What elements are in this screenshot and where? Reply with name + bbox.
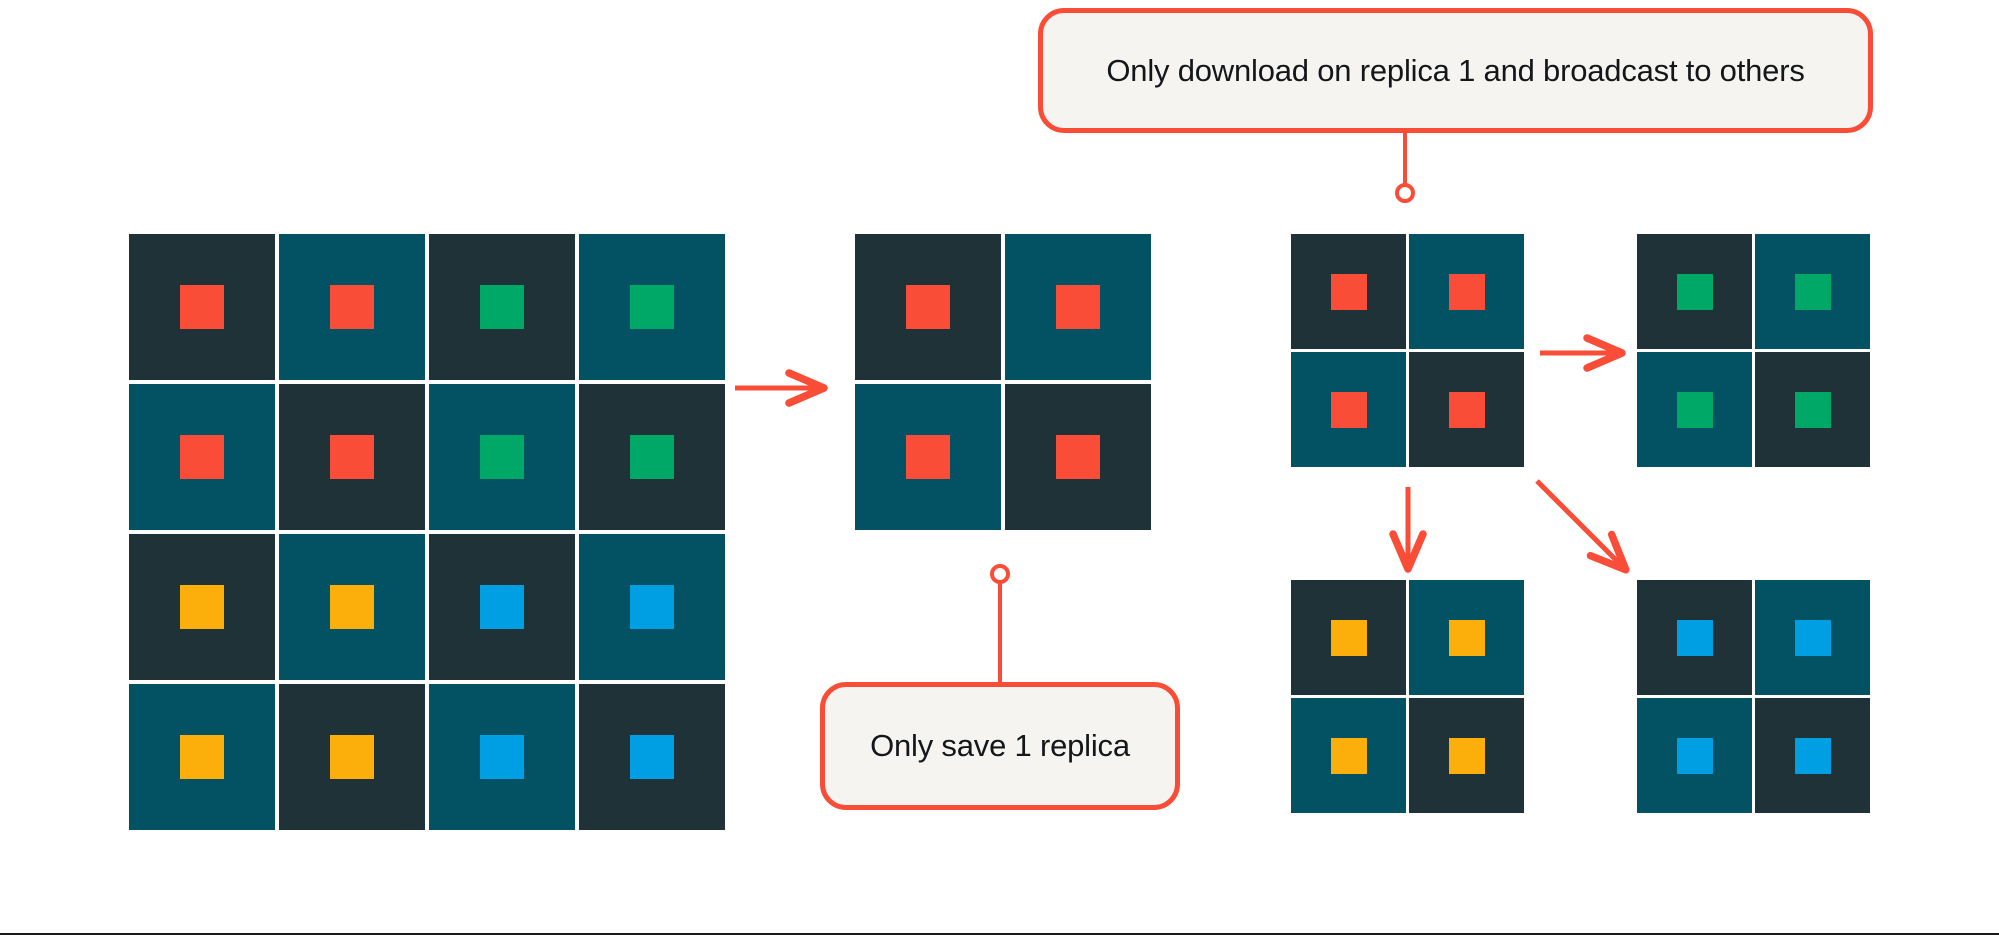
tile xyxy=(855,384,1001,530)
tile xyxy=(279,384,425,530)
shard-swatch-green xyxy=(1676,273,1713,310)
shard-swatch-green xyxy=(1794,273,1831,310)
tile xyxy=(1291,352,1406,467)
tile xyxy=(1291,580,1406,695)
shard-swatch-orange xyxy=(180,585,224,629)
tile xyxy=(1291,698,1406,813)
leader-line-save-one-replica xyxy=(990,564,1010,682)
tile xyxy=(579,684,725,830)
shard-swatch-orange xyxy=(330,585,374,629)
tile xyxy=(1409,352,1524,467)
tile xyxy=(1755,580,1870,695)
tile xyxy=(429,234,575,380)
callout-download-broadcast-text: Only download on replica 1 and broadcast… xyxy=(1106,52,1805,88)
shard-swatch-green xyxy=(1676,391,1713,428)
shard-swatch-blue xyxy=(1676,619,1713,656)
broadcast-blue-shard-grid xyxy=(1637,580,1870,813)
shard-swatch-orange xyxy=(330,735,374,779)
shard-swatch-red xyxy=(1448,273,1485,310)
tile xyxy=(279,534,425,680)
tile xyxy=(1637,234,1752,349)
shard-swatch-blue xyxy=(1794,737,1831,774)
tile xyxy=(129,684,275,830)
single-replica-grid xyxy=(855,234,1151,530)
callout-save-one-replica-text: Only save 1 replica xyxy=(870,728,1130,763)
shard-swatch-orange xyxy=(1330,737,1367,774)
shard-swatch-green xyxy=(480,285,524,329)
shard-swatch-orange xyxy=(1448,619,1485,656)
tile xyxy=(1637,580,1752,695)
callout-download-broadcast[interactable]: Only download on replica 1 and broadcast… xyxy=(1038,8,1873,133)
shard-swatch-red xyxy=(1056,435,1100,479)
tile xyxy=(1755,698,1870,813)
tile xyxy=(129,534,275,680)
tile xyxy=(279,234,425,380)
arrow-red-to-blue xyxy=(1535,479,1630,574)
shard-swatch-red xyxy=(1056,285,1100,329)
tile xyxy=(579,534,725,680)
leader-line-download-broadcast xyxy=(1395,133,1415,203)
tile xyxy=(1755,352,1870,467)
shard-swatch-orange xyxy=(1448,737,1485,774)
tile xyxy=(1637,698,1752,813)
shard-swatch-red xyxy=(180,435,224,479)
tile xyxy=(1005,384,1151,530)
slide-bottom-rule xyxy=(0,933,1999,935)
shard-swatch-blue xyxy=(630,585,674,629)
tile xyxy=(579,384,725,530)
tile xyxy=(129,384,275,530)
shard-swatch-orange xyxy=(1330,619,1367,656)
shard-swatch-red xyxy=(330,435,374,479)
broadcast-green-shard-grid xyxy=(1637,234,1870,467)
shard-swatch-blue xyxy=(630,735,674,779)
tile xyxy=(1291,234,1406,349)
tile xyxy=(429,684,575,830)
tile xyxy=(1637,352,1752,467)
tile xyxy=(1755,234,1870,349)
tile xyxy=(279,684,425,830)
shard-swatch-blue xyxy=(480,585,524,629)
tile xyxy=(129,234,275,380)
shard-swatch-red xyxy=(180,285,224,329)
tile xyxy=(1409,580,1524,695)
shard-swatch-red xyxy=(1330,391,1367,428)
replica-1-red-shard-grid xyxy=(1291,234,1524,467)
shard-swatch-red xyxy=(906,285,950,329)
shard-swatch-red xyxy=(330,285,374,329)
shard-swatch-red xyxy=(1448,391,1485,428)
shard-swatch-green xyxy=(480,435,524,479)
shard-swatch-green xyxy=(630,435,674,479)
tile xyxy=(429,534,575,680)
shard-swatch-green xyxy=(1794,391,1831,428)
full-replica-grid xyxy=(129,234,725,830)
tile xyxy=(579,234,725,380)
shard-swatch-red xyxy=(1330,273,1367,310)
shard-swatch-blue xyxy=(1794,619,1831,656)
tile xyxy=(855,234,1001,380)
tile xyxy=(429,384,575,530)
tile xyxy=(1409,234,1524,349)
broadcast-orange-shard-grid xyxy=(1291,580,1524,813)
callout-save-one-replica[interactable]: Only save 1 replica xyxy=(820,682,1180,810)
shard-swatch-orange xyxy=(180,735,224,779)
shard-swatch-green xyxy=(630,285,674,329)
tile xyxy=(1005,234,1151,380)
shard-swatch-red xyxy=(906,435,950,479)
tile xyxy=(1409,698,1524,813)
shard-swatch-blue xyxy=(480,735,524,779)
shard-swatch-blue xyxy=(1676,737,1713,774)
